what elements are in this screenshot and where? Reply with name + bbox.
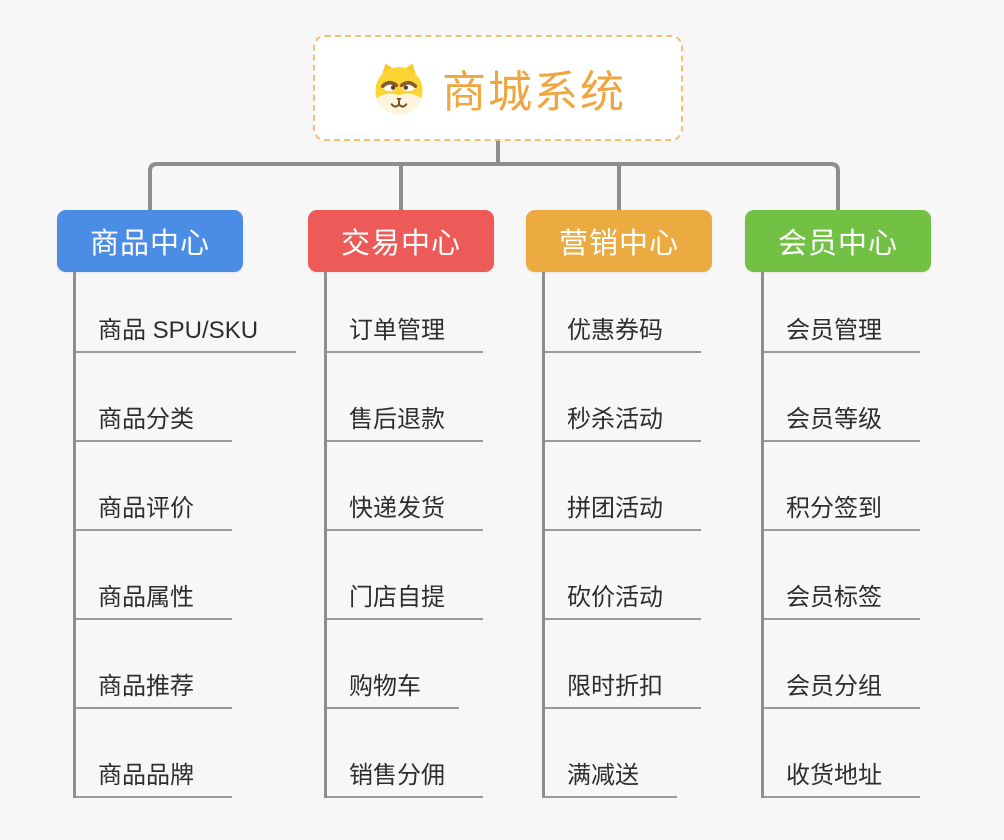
branch-children-marketing-center: 优惠券码 秒杀活动 拼团活动 砍价活动 限时折扣 满减送 bbox=[542, 272, 701, 798]
branch-label: 交易中心 bbox=[340, 228, 461, 260]
branch-children-trade-center: 订单管理 售后退款 快递发货 门店自提 购物车 销售分佣 bbox=[324, 272, 483, 798]
sub-item[interactable]: 满减送 bbox=[545, 709, 677, 798]
branch-children-member-center: 会员管理 会员等级 积分签到 会员标签 会员分组 收货地址 bbox=[761, 272, 920, 798]
shiba-dog-icon bbox=[375, 63, 423, 115]
sub-item[interactable]: 购物车 bbox=[327, 620, 459, 709]
sub-item[interactable]: 秒杀活动 bbox=[545, 353, 701, 442]
branch-box-trade-center[interactable]: 交易中心 bbox=[308, 210, 494, 272]
sub-item[interactable]: 快递发货 bbox=[327, 442, 483, 531]
root-node[interactable]: 商城系统 bbox=[313, 35, 683, 141]
sub-item[interactable]: 订单管理 bbox=[327, 272, 483, 353]
branch-children-product-center: 商品 SPU/SKU 商品分类 商品评价 商品属性 商品推荐 商品品牌 bbox=[73, 272, 297, 798]
sub-item[interactable]: 会员标签 bbox=[764, 531, 920, 620]
sub-item[interactable]: 商品推荐 bbox=[76, 620, 232, 709]
sub-item[interactable]: 商品品牌 bbox=[76, 709, 232, 798]
sub-item[interactable]: 积分签到 bbox=[764, 442, 920, 531]
sub-item[interactable]: 门店自提 bbox=[327, 531, 483, 620]
sub-item[interactable]: 售后退款 bbox=[327, 353, 483, 442]
branch-label: 会员中心 bbox=[777, 228, 898, 260]
sub-item[interactable]: 会员管理 bbox=[764, 272, 920, 353]
sub-item[interactable]: 会员等级 bbox=[764, 353, 920, 442]
root-title: 商城系统 bbox=[442, 68, 626, 117]
sub-item[interactable]: 销售分佣 bbox=[327, 709, 483, 798]
sub-item[interactable]: 限时折扣 bbox=[545, 620, 701, 709]
branch-box-member-center[interactable]: 会员中心 bbox=[745, 210, 931, 272]
branch-box-product-center[interactable]: 商品中心 bbox=[57, 210, 243, 272]
sub-item[interactable]: 砍价活动 bbox=[545, 531, 701, 620]
branch-label: 商品中心 bbox=[89, 228, 210, 260]
sub-item[interactable]: 商品分类 bbox=[76, 353, 232, 442]
sub-item[interactable]: 拼团活动 bbox=[545, 442, 701, 531]
sub-item[interactable]: 商品 SPU/SKU bbox=[76, 272, 297, 353]
sub-item[interactable]: 商品评价 bbox=[76, 442, 232, 531]
branch-box-marketing-center[interactable]: 营销中心 bbox=[526, 210, 712, 272]
sub-item[interactable]: 会员分组 bbox=[764, 620, 920, 709]
sub-item[interactable]: 商品属性 bbox=[76, 531, 232, 620]
branch-label: 营销中心 bbox=[558, 228, 679, 260]
sub-item[interactable]: 优惠券码 bbox=[545, 272, 701, 353]
sub-item[interactable]: 收货地址 bbox=[764, 709, 920, 798]
